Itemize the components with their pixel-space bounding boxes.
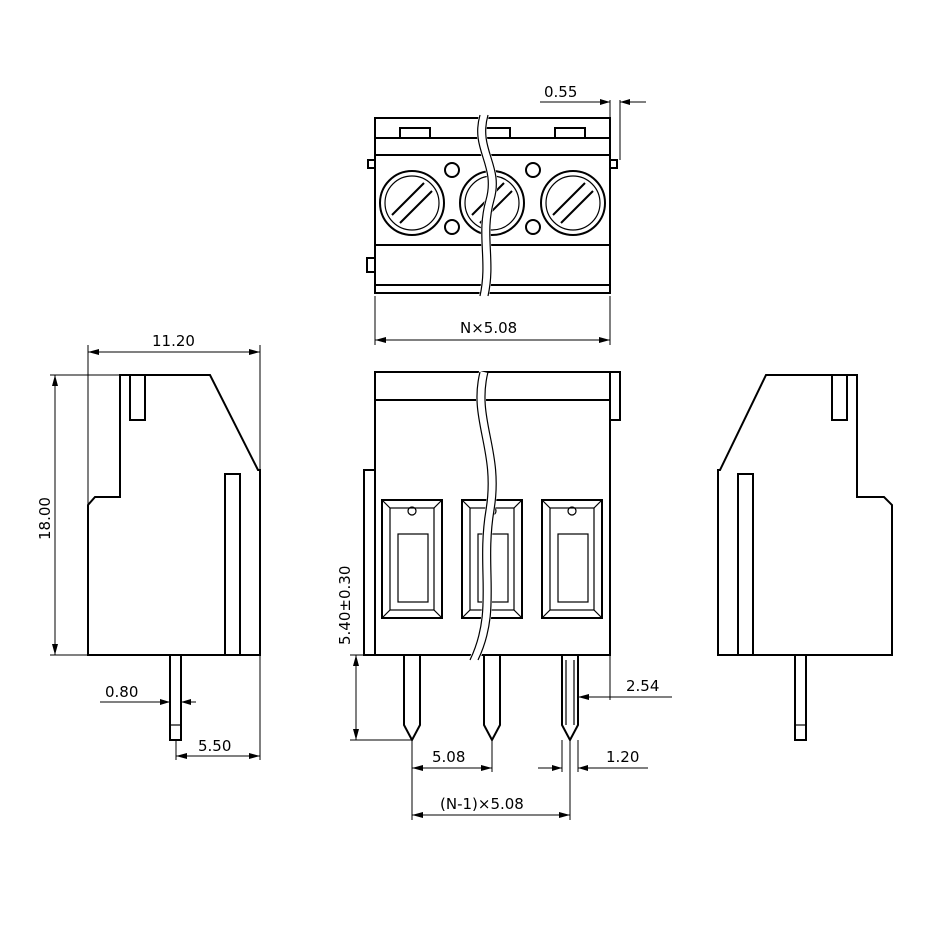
dim-arrow <box>249 349 260 355</box>
pin <box>561 655 579 743</box>
dim-pitch-total: N×5.08 <box>460 319 517 337</box>
top-view-outline <box>374 117 611 294</box>
dim-arrow <box>353 729 359 740</box>
dim-pin-offset: 5.50 <box>198 737 231 755</box>
dim-arrow <box>353 655 359 666</box>
dim-arrow <box>552 765 562 771</box>
dim-arrow <box>559 812 570 818</box>
side-rail <box>224 473 241 656</box>
right-side-outline <box>717 374 893 656</box>
break-line <box>485 114 497 297</box>
side-rail <box>737 473 754 656</box>
break-line <box>477 371 497 661</box>
dim-arrow <box>375 337 386 343</box>
dim-arrow <box>578 765 588 771</box>
dim-width: 11.20 <box>152 332 195 350</box>
dim-arrow <box>600 99 610 105</box>
side-tab <box>367 159 375 169</box>
screw-head <box>379 170 445 236</box>
left-side-view: 11.20 18.00 0.80 5.50 <box>36 332 261 760</box>
dim-arrow <box>249 753 260 759</box>
dim-span-total: (N-1)×5.08 <box>440 795 524 813</box>
right-side-view <box>717 374 893 741</box>
hole <box>525 162 541 178</box>
dim-arrow <box>412 765 423 771</box>
dim-arrow <box>620 99 630 105</box>
dim-arrow <box>481 765 492 771</box>
dim-arrow <box>412 812 423 818</box>
break-line <box>469 371 489 661</box>
top-view: 0.55 N×5.08 <box>366 83 646 345</box>
dim-arrow <box>599 337 610 343</box>
dim-arrow <box>52 644 58 655</box>
latch-slot <box>831 374 848 421</box>
screw-head <box>540 170 606 236</box>
dim-pin-width: 1.20 <box>606 748 639 766</box>
dim-pin-thickness: 0.80 <box>105 683 138 701</box>
dim-pin-height: 5.40±0.30 <box>336 566 354 645</box>
side-tab <box>366 257 375 273</box>
dim-arrow <box>88 349 99 355</box>
break-gap <box>476 113 498 298</box>
break-gap <box>469 370 498 663</box>
pin <box>403 655 421 743</box>
dim-arrow <box>176 753 187 759</box>
dim-pin-pitch: 5.08 <box>432 748 465 766</box>
wire-entry <box>541 499 603 619</box>
hole <box>444 219 460 235</box>
front-tab <box>610 371 621 421</box>
dim-arrow <box>578 694 589 700</box>
break-line <box>477 114 489 297</box>
front-body <box>374 371 611 656</box>
dim-arrow <box>160 699 170 705</box>
pin <box>169 654 182 741</box>
dim-height: 18.00 <box>36 497 54 540</box>
left-side-outline <box>87 374 261 656</box>
pin <box>483 655 501 743</box>
front-view: 5.40±0.30 5.08 (N-1)×5.08 2.54 1.20 <box>336 370 672 820</box>
dim-arrow <box>181 699 191 705</box>
front-flange <box>363 469 375 656</box>
hole <box>525 219 541 235</box>
dim-pin-edge: 2.54 <box>626 677 659 695</box>
side-tab <box>610 159 618 169</box>
top-notch <box>554 127 586 139</box>
dim-arrow <box>52 375 58 386</box>
pin <box>794 654 807 741</box>
top-notch <box>399 127 431 139</box>
dim-top-offset: 0.55 <box>544 83 577 101</box>
hole <box>444 162 460 178</box>
latch-slot <box>129 374 146 421</box>
wire-entry <box>381 499 443 619</box>
